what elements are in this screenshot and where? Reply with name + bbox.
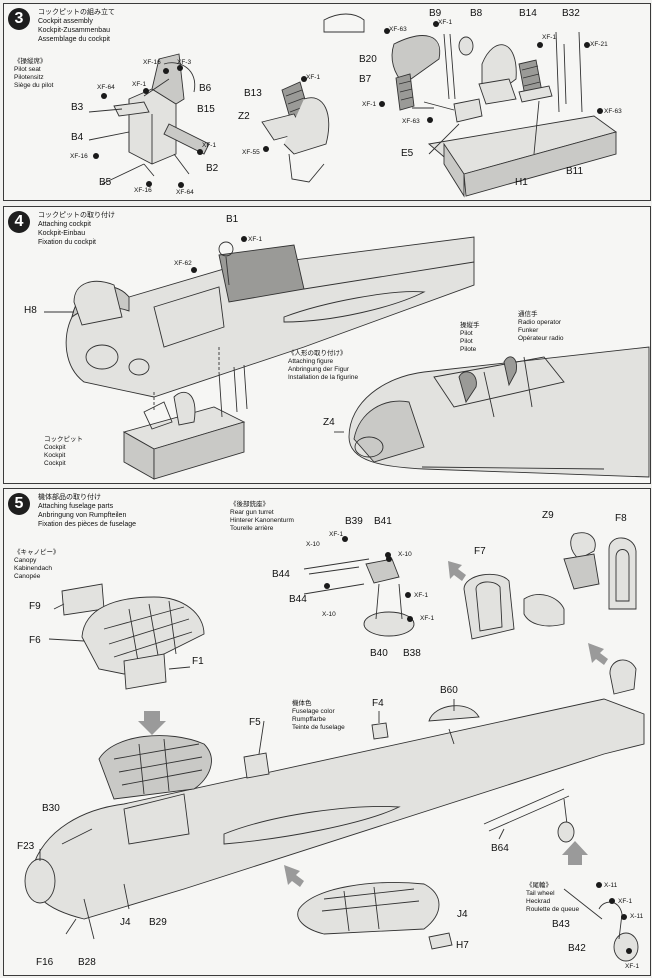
part-label: B9	[429, 8, 442, 19]
part-label: F1	[192, 656, 204, 667]
part-label: B39	[345, 516, 363, 527]
paint-code: XF-63	[402, 118, 420, 125]
radio-operator-caption: 通信手 Radio operator Funker Opérateur radi…	[518, 311, 564, 342]
part-label: B44	[289, 594, 307, 605]
part-label: Z4	[323, 417, 335, 428]
part-label: B14	[519, 8, 537, 19]
part-label: B3	[71, 102, 84, 113]
part-label: F9	[29, 601, 41, 612]
pilot-caption: 操縦手 Pilot Pilot Pilote	[460, 322, 480, 353]
paint-code: XF-1	[414, 592, 429, 599]
step-number: 5	[8, 493, 30, 515]
part-label: J4	[457, 909, 468, 920]
attaching-figure-caption: 《人形の取り付け》 Attaching figure Anbringung de…	[288, 350, 359, 381]
pilot-seat-caption: 《操縦席》 Pilot seat Pilotensitz Siège du pi…	[14, 58, 54, 89]
paint-code: XF-1	[248, 236, 263, 243]
step-4-drawing	[44, 236, 650, 480]
part-label: B11	[566, 166, 584, 177]
paint-code: XF-1	[618, 898, 633, 905]
part-label: B64	[491, 843, 509, 854]
part-label: B41	[374, 516, 392, 527]
paint-code: X-10	[398, 551, 412, 558]
paint-code: XF-1	[132, 81, 147, 88]
part-label: B29	[149, 917, 167, 928]
cockpit-caption: コックピット Cockpit Kockpit Cockpit	[44, 436, 83, 467]
part-label: F23	[17, 841, 35, 852]
tail-wheel-caption: 《尾輪》 Tail wheel Heckrad Roulette de queu…	[526, 882, 580, 913]
paint-code: XF-16	[143, 59, 161, 66]
paint-code: XF-3	[177, 59, 192, 66]
part-label: F4	[372, 698, 384, 709]
part-label: E5	[401, 148, 414, 159]
paint-code: XF-1	[542, 34, 557, 41]
part-label: Z9	[542, 510, 554, 521]
step-4-panel: 4 コックピットの取り付け Attaching cockpit Kockpit-…	[3, 206, 651, 484]
paint-code: XF-1	[438, 19, 453, 26]
part-label: Z2	[238, 111, 250, 122]
paint-code: X-11	[630, 913, 644, 920]
step-number: 3	[8, 8, 30, 30]
paint-code: XF-64	[97, 84, 115, 91]
part-label: H7	[456, 940, 469, 951]
paint-code: X-11	[604, 882, 618, 889]
part-label: B30	[42, 803, 60, 814]
part-label: B20	[359, 54, 377, 65]
part-label: B8	[470, 8, 483, 19]
step-5-panel: 5 機体部品の取り付け Attaching fuselage parts Anb…	[3, 488, 651, 976]
part-label: B1	[226, 214, 239, 225]
rear-gun-turret-caption: 《後部銃座》 Rear gun turret Hinterer Kanonent…	[230, 501, 294, 532]
fuselage-color-caption: 機体色 Fuselage color Rumpffarbe Teinte de …	[292, 700, 345, 731]
part-label: B28	[78, 957, 96, 968]
canopy-caption: 《キャノピー》 Canopy Kabinendach Canopée	[14, 549, 60, 580]
part-label: B40	[370, 648, 388, 659]
paint-code: XF-16	[134, 187, 152, 194]
step-caption: 機体部品の取り付け Attaching fuselage parts Anbri…	[38, 494, 137, 528]
paint-code: X-10	[306, 541, 320, 548]
part-label: B44	[272, 569, 290, 580]
paint-code: XF-1	[329, 531, 344, 538]
step-3-panel: 3 コックピットの組み立て Cockpit assembly Kockpit-Z…	[3, 3, 651, 201]
paint-code: XF-1	[202, 142, 217, 149]
paint-code: XF-1	[306, 74, 321, 81]
part-label: B5	[99, 177, 112, 188]
paint-code: XF-21	[590, 41, 608, 48]
part-label: B42	[568, 943, 586, 954]
part-label: B2	[206, 163, 219, 174]
part-label: B13	[244, 88, 262, 99]
paint-code: XF-63	[604, 108, 622, 115]
part-label: F5	[249, 717, 261, 728]
part-label: F6	[29, 635, 41, 646]
part-label: B60	[440, 685, 458, 696]
part-label: B43	[552, 919, 570, 930]
part-label: F8	[615, 513, 627, 524]
part-label: B32	[562, 8, 580, 19]
step-caption: コックピットの組み立て Cockpit assembly Kockpit-Zus…	[38, 9, 115, 43]
paint-code: XF-64	[176, 189, 194, 196]
step-caption: コックピットの取り付け Attaching cockpit Kockpit-Ei…	[38, 212, 115, 246]
paint-code: XF-55	[242, 149, 260, 156]
part-label: B7	[359, 74, 372, 85]
part-label: B15	[197, 104, 215, 115]
part-label: H1	[515, 177, 528, 188]
paint-code: X-10	[322, 611, 336, 618]
paint-code: XF-1	[625, 963, 640, 970]
part-label: B4	[71, 132, 84, 143]
part-label: J4	[120, 917, 131, 928]
part-label: F7	[474, 546, 486, 557]
step-3-drawing	[88, 13, 618, 198]
part-label: F16	[36, 957, 54, 968]
paint-code: XF-62	[174, 260, 192, 267]
paint-code: XF-1	[420, 615, 435, 622]
part-label: B38	[403, 648, 421, 659]
part-label: B6	[199, 83, 212, 94]
step-5-drawing	[24, 532, 645, 962]
part-label: H8	[24, 305, 37, 316]
paint-code: XF-63	[389, 26, 407, 33]
paint-code: XF-1	[362, 101, 377, 108]
step-number: 4	[8, 211, 30, 233]
paint-code: XF-16	[70, 153, 88, 160]
